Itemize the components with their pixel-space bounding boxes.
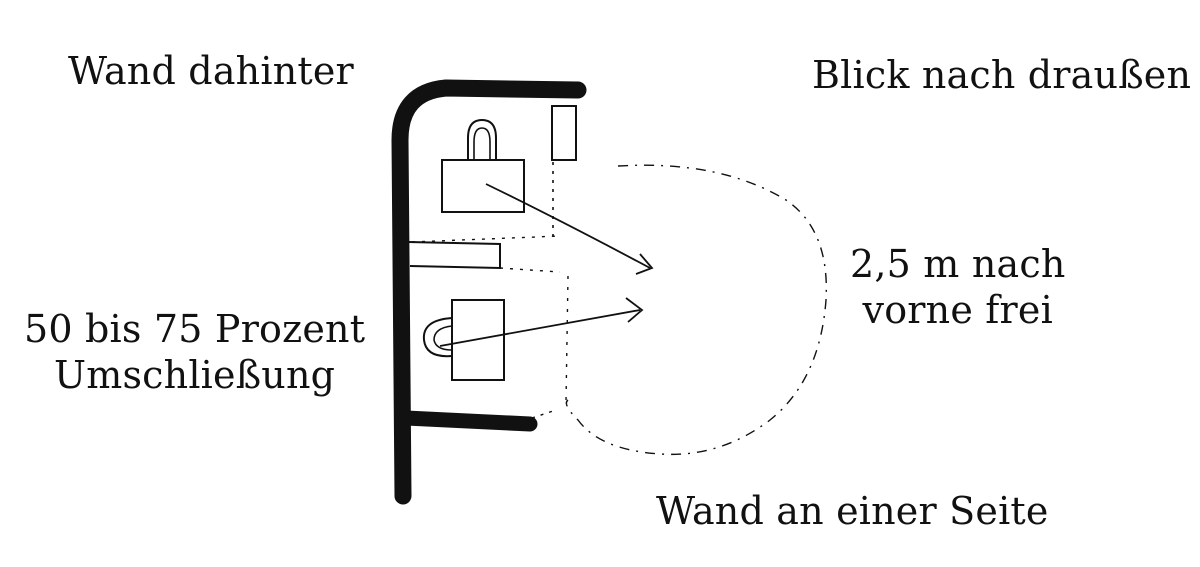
lower-view-arrowhead [625, 297, 644, 323]
free-space-boundary [565, 164, 828, 456]
lower-chair-back-inner [433, 325, 453, 351]
window-frame [551, 105, 577, 161]
lower-chair-back [422, 317, 453, 358]
upper-view-arrowhead [635, 253, 654, 275]
middle-shelf-dashed-lower [499, 267, 561, 273]
upper-chair-back [467, 118, 497, 160]
label-front-clear-line2: vorne frei [862, 288, 1053, 332]
label-wall-side: Wand an einer Seite [656, 489, 1049, 533]
middle-shelf-dashed [411, 235, 561, 243]
label-wall-behind: Wand dahinter [68, 49, 354, 93]
upper-chair-back-inner [473, 127, 491, 160]
lower-view-arrow [439, 309, 641, 347]
middle-shelf [407, 241, 501, 270]
seating-boundary-dashed [565, 275, 569, 403]
upper-chair-seat [441, 159, 525, 213]
label-enclosure-line1: 50 bis 75 Prozent [24, 307, 366, 351]
lower-chair-seat [451, 299, 505, 381]
side-wall-bottom [398, 410, 538, 432]
label-enclosure: 50 bis 75 Prozent Umschließung [24, 306, 365, 398]
label-front-clear: 2,5 m nach vorne frei [850, 241, 1066, 333]
upper-view-arrow [485, 183, 651, 269]
label-enclosure-line2: Umschließung [54, 353, 336, 397]
label-view-outside: Blick nach draußen [812, 53, 1192, 97]
label-front-clear-line1: 2,5 m nach [850, 242, 1066, 286]
back-wall [391, 79, 587, 505]
bottom-dashed [531, 409, 557, 419]
